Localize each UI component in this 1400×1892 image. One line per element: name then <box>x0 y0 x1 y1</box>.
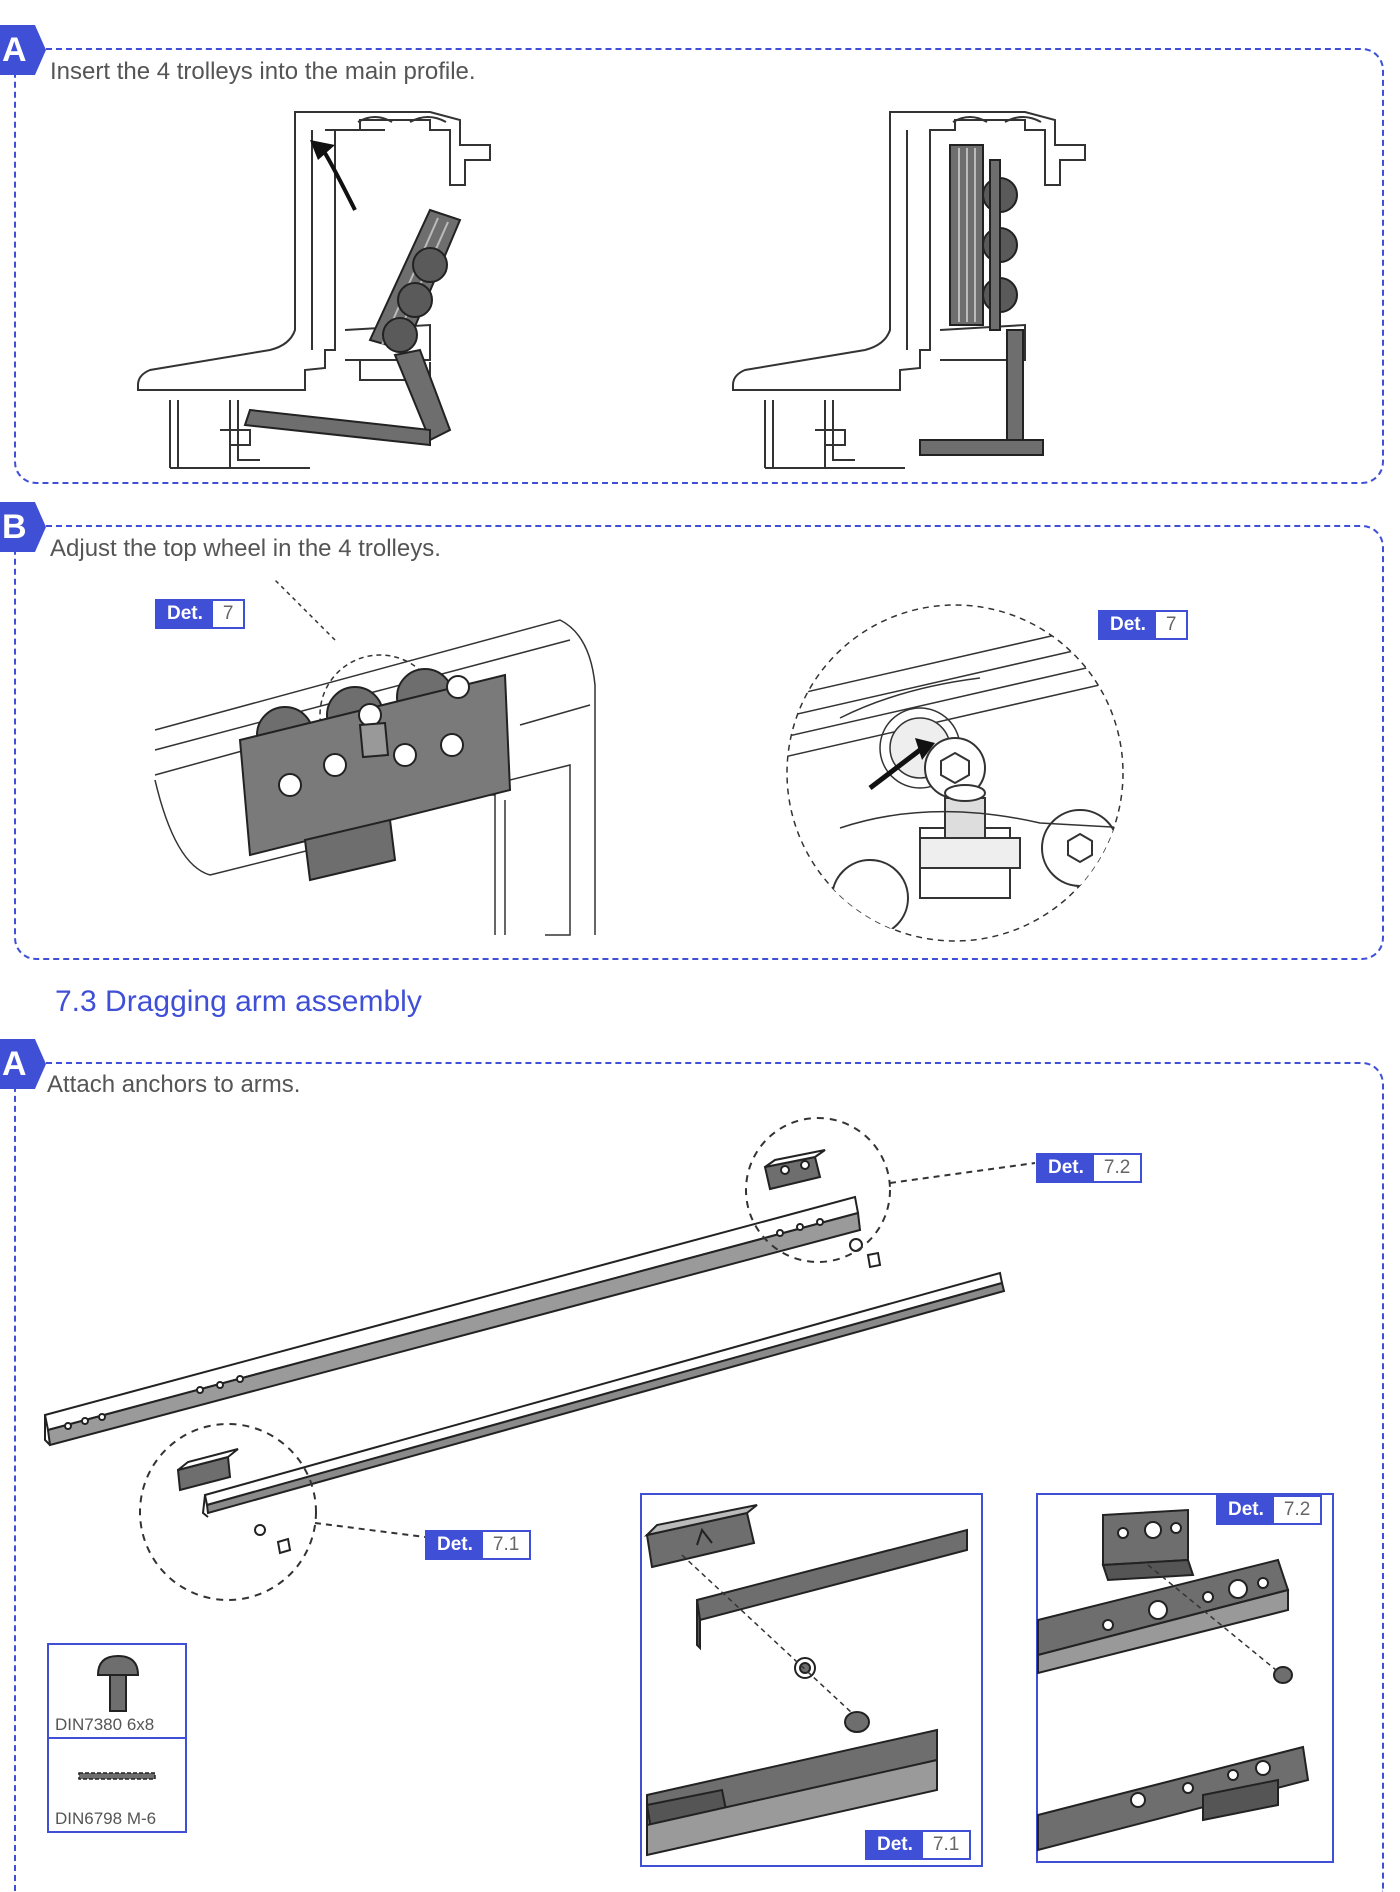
det-key: Det. <box>427 1532 483 1558</box>
det-key: Det. <box>1038 1155 1094 1181</box>
det-value: 7.2 <box>1103 1157 1131 1178</box>
section-7-3-title: 7.3 Dragging arm assembly <box>55 985 422 1018</box>
anchor-arm-detail-7-1-drawing <box>643 1504 968 1857</box>
det-value: 7.2 <box>1283 1499 1311 1520</box>
det-7-2-detail-box: Det. 7.2 <box>1036 1493 1334 1863</box>
profile-tilted-trolley-drawing <box>137 111 491 469</box>
det-7-2-box-badge: Det. 7.2 <box>1216 1495 1323 1525</box>
part-washer-box: DIN6798 M-6 <box>47 1737 187 1833</box>
det-key: Det. <box>867 1832 923 1858</box>
det-value: 7.1 <box>492 1534 520 1555</box>
step-b-instruction: Adjust the top wheel in the 4 trolleys. <box>50 535 441 562</box>
step-a-trolleys-panel <box>14 48 1384 484</box>
step-a2-instruction: Attach anchors to arms. <box>47 1071 301 1098</box>
det-key: Det. <box>1218 1497 1274 1523</box>
step-a2-tag: A <box>0 1039 46 1089</box>
washer-icon <box>78 1772 156 1780</box>
dragging-arms-exploded-drawing <box>43 1117 1036 1601</box>
step-b-tag: B <box>0 502 46 552</box>
part-screw-label: DIN7380 6x8 <box>55 1715 155 1734</box>
det-7-right-badge: Det. 7 <box>1098 610 1189 640</box>
det-value: 7 <box>222 603 234 624</box>
trolley-on-rail-drawing <box>154 579 596 936</box>
screw-icon <box>96 1654 140 1712</box>
det-7-1-detail-box: Det. 7.1 <box>640 1493 983 1867</box>
step-a-anchors-panel <box>14 1062 1384 1892</box>
det-key: Det. <box>1100 612 1156 638</box>
part-screw-box: DIN7380 6x8 <box>47 1643 187 1739</box>
det-7-1-callout-badge: Det. 7.1 <box>425 1530 532 1560</box>
det-value: 7 <box>1165 614 1177 635</box>
step-a-instruction: Insert the 4 trolleys into the main prof… <box>50 58 476 85</box>
det-7-2-callout-badge: Det. 7.2 <box>1036 1153 1143 1183</box>
step-a-tag: A <box>0 25 46 75</box>
det-7-1-box-badge: Det. 7.1 <box>865 1830 972 1860</box>
anchor-arm-detail-7-2-drawing <box>1037 1508 1310 1852</box>
profile-inserted-trolley-drawing <box>732 111 1086 469</box>
wheel-adjust-detail-zoom <box>786 604 1124 942</box>
det-value: 7.1 <box>932 1834 960 1855</box>
det-7-left-badge: Det. 7 <box>155 599 246 629</box>
det-key: Det. <box>157 601 213 627</box>
step-b-adjust-panel <box>14 525 1384 960</box>
part-washer-label: DIN6798 M-6 <box>55 1809 157 1828</box>
